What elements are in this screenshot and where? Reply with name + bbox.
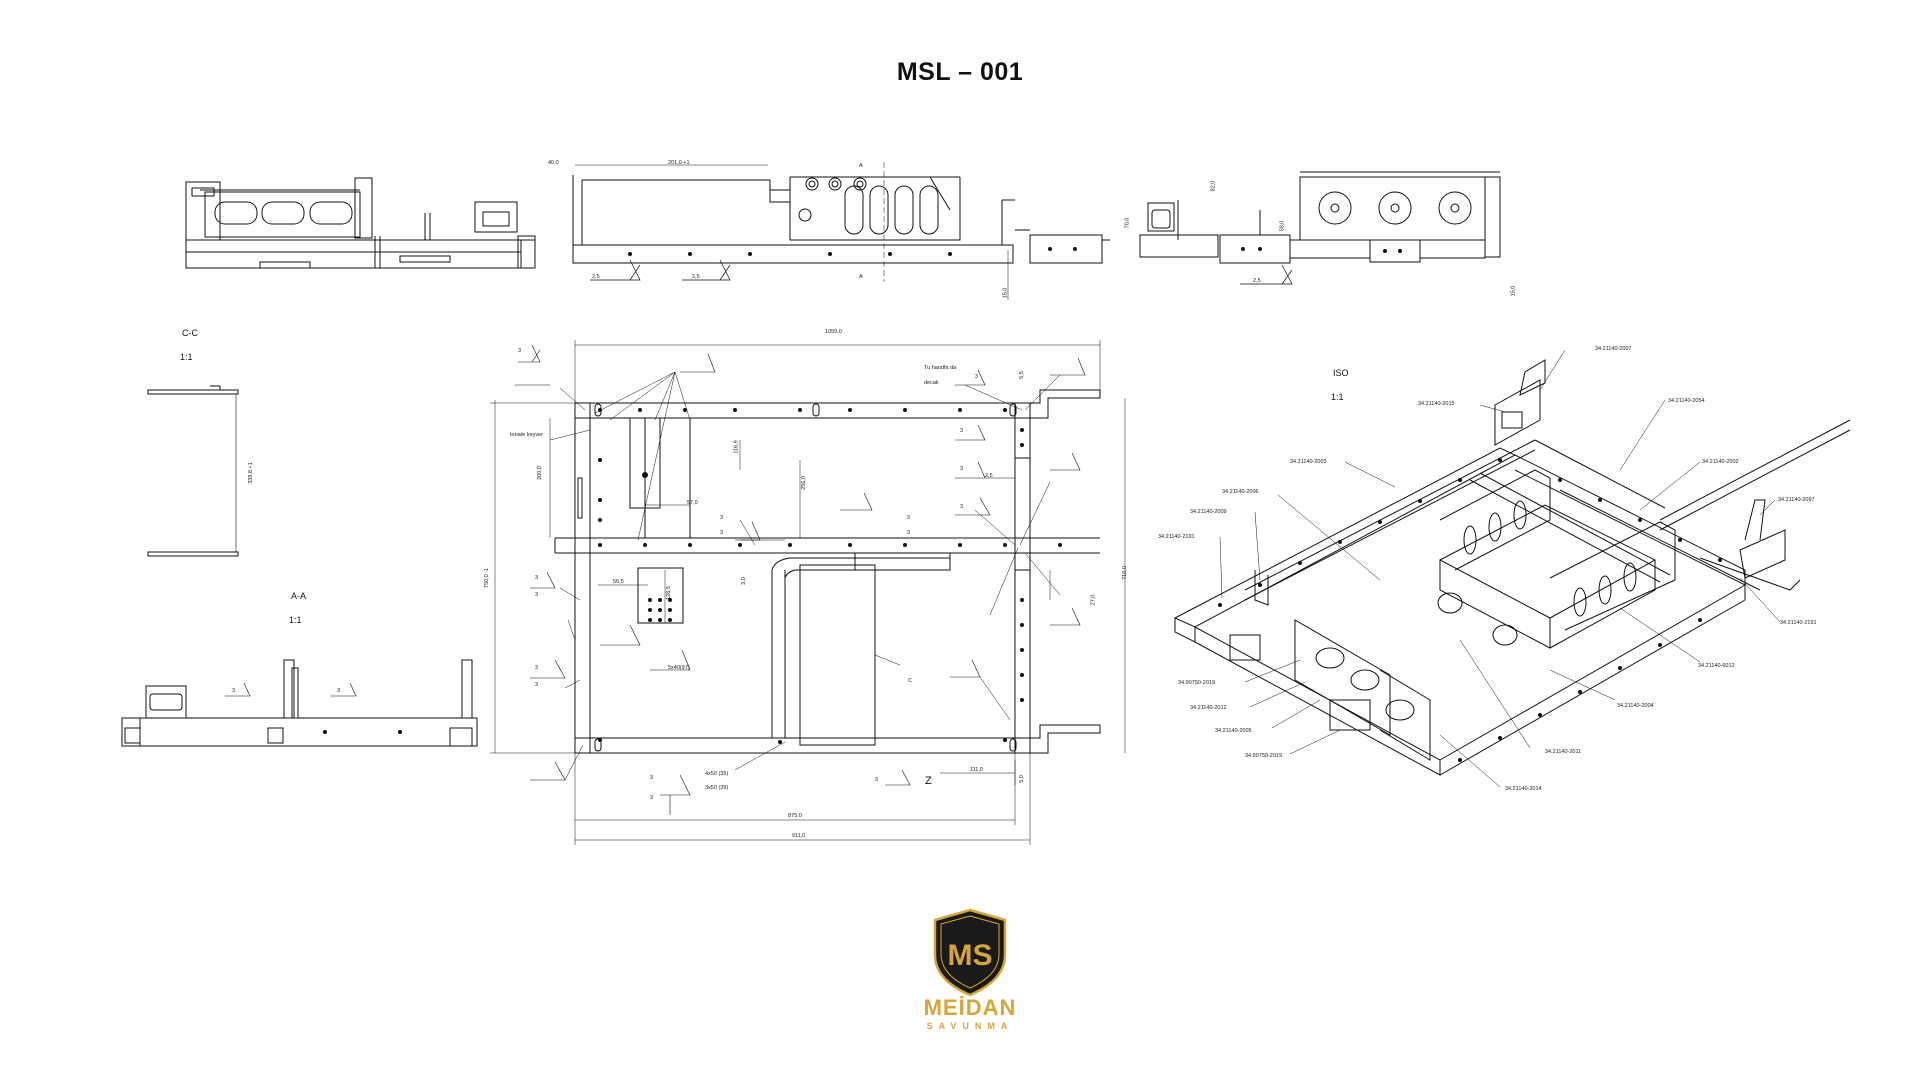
dim-label: 200,0: [536, 466, 543, 480]
iso-part-label: 34.21140-2014: [1505, 786, 1542, 792]
dim-label: 70,0: [1124, 217, 1131, 229]
weld-size: 3: [232, 688, 236, 694]
iso-part-label: 34.21140-2003: [1290, 459, 1327, 465]
section-aa-scale: 1:1: [289, 615, 302, 625]
iso-part-label: 34.90750-2019: [1178, 680, 1216, 686]
section-cc-scale: 1:1: [180, 352, 193, 362]
dim-label: 201,0 +1: [668, 160, 690, 166]
weld-label: 2,5: [1253, 278, 1261, 284]
dim-label: 2,5: [985, 473, 993, 479]
weld-size: 3: [960, 466, 964, 472]
weld-label: 2,5: [692, 274, 700, 280]
weld-symbols-top: [590, 259, 1293, 285]
dim-label: 911,0: [792, 833, 806, 839]
iso-part-label: 34.21140-2007: [1595, 346, 1632, 352]
dim-label: 875,0: [788, 813, 802, 819]
weld-size: 3: [535, 592, 539, 598]
iso-part-label: 34.21140-2054: [1668, 398, 1705, 404]
weld-size: 3: [650, 775, 654, 781]
side-view-right: [1139, 171, 1501, 264]
weld-size: 3: [960, 428, 964, 434]
iso-part-label: 34.90750-2019: [1245, 753, 1283, 759]
note-text: decak: [924, 380, 939, 386]
iso-part-label: 34.21140-2012: [1190, 705, 1227, 711]
iso-part-label: 34.21140-2006: [1222, 489, 1259, 495]
weld-note: 4x50 (35): [705, 771, 729, 777]
section-cc-label: C-C: [182, 328, 198, 338]
dim-label: 3,0: [740, 577, 747, 585]
dim-label: 256,0: [800, 476, 807, 490]
weld-size: 3: [907, 530, 911, 536]
weld-size: 3: [518, 348, 522, 354]
section-iso-scale: 1:1: [1331, 392, 1344, 402]
weld-size: 3: [720, 515, 724, 521]
main-plan-view: [490, 340, 1126, 845]
dim-label: 111,0: [970, 767, 983, 773]
dim-label: 27,0: [1090, 594, 1097, 606]
weld-size: 3: [535, 575, 539, 581]
dim-label: 5,0: [1018, 775, 1025, 783]
section-iso-label: ISO: [1333, 368, 1349, 378]
weld-note: 3x50 (39): [705, 785, 729, 791]
dim-label: 56,5: [613, 579, 624, 585]
weld-size: 3: [960, 504, 964, 510]
iso-part-label: 34.21140-6012: [1698, 663, 1735, 669]
weld-size: 3: [720, 530, 724, 536]
weld-note: 5x40(97): [668, 665, 690, 671]
dim-label: 15,0: [1510, 285, 1517, 297]
weld-size: 3: [907, 515, 911, 521]
dim-overall-width: 1059,0: [825, 329, 842, 335]
dim-label: 82,0: [1210, 180, 1217, 192]
weld-size: 3: [535, 665, 539, 671]
side-view-middle: [572, 162, 1110, 300]
side-view-left: [185, 177, 536, 269]
iso-part-label: 34.21140-2191: [1158, 534, 1195, 540]
iso-part-label: 34.21140-2005: [1215, 728, 1252, 734]
dim-label: 126,5: [665, 586, 672, 600]
iso-part-label: 34.21140-2011: [1545, 749, 1582, 755]
note-text: tonate keyver: [510, 432, 544, 438]
marker-label: A: [859, 274, 863, 280]
brand-subtitle: SAVUNMA: [926, 1021, 1014, 1031]
dim-label: 116,9: [733, 440, 740, 454]
iso-part-label: 34.21140-2009: [1190, 509, 1227, 515]
section-aa-view: [121, 659, 478, 747]
iso-part-label: 34.21140-2002: [1702, 459, 1739, 465]
iso-part-label: 34.21140-2191: [1780, 620, 1817, 626]
section-aa-label: A-A: [291, 591, 307, 601]
weld-size: 3: [337, 688, 341, 694]
dim-label: 339,8 +1: [247, 462, 254, 484]
iso-part-label: 34.21140-2004: [1617, 703, 1654, 709]
marker-label: A: [859, 163, 863, 169]
dim-label: 5,5: [1018, 371, 1025, 379]
section-cc-view: [147, 385, 239, 557]
view-z-label: Z: [925, 775, 932, 787]
dim-label: 57,0: [687, 500, 698, 506]
dim-height-left: 750,0 -1: [484, 567, 491, 589]
iso-part-label: 34.21140-2097: [1778, 497, 1815, 503]
weld-size: 3: [975, 374, 979, 380]
marker-label: C: [908, 678, 912, 684]
weld-symbols-main: [515, 344, 1086, 815]
dim-label: 58,0: [1279, 220, 1286, 232]
weld-size: 3: [650, 795, 654, 801]
logo-monogram: MS: [948, 939, 993, 972]
weld-label: 2,5: [592, 274, 600, 280]
weld-size: 3: [875, 777, 879, 783]
dim-height-right: 710,0: [1121, 566, 1128, 580]
dim-label: 40,0: [548, 160, 559, 166]
brand-name: MEİDAN: [923, 995, 1017, 1020]
iso-part-label: 34.21140-2015: [1418, 401, 1455, 407]
weld-size: 3: [535, 682, 539, 688]
note-text: Tu handfa da: [924, 365, 957, 371]
iso-view: [1173, 349, 1851, 788]
logo-shield: MS: [933, 908, 1007, 997]
dim-label: 15,0: [1002, 287, 1009, 299]
drawing-title: MSL – 001: [896, 58, 1024, 86]
